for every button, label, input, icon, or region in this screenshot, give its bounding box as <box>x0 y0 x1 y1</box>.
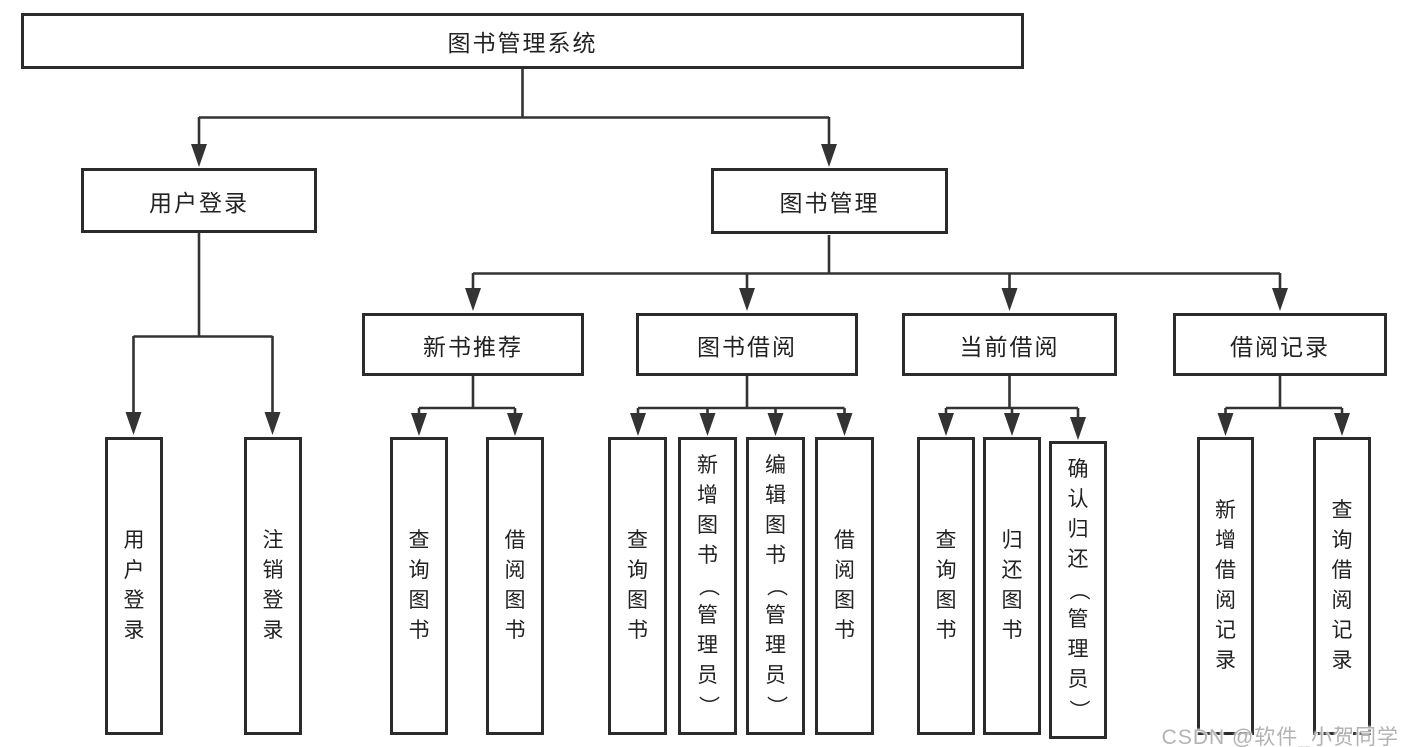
book-borrow-splitter-line <box>638 376 845 410</box>
csdn-watermark: CSDN @软件_小贺同学 <box>1161 726 1399 747</box>
node-current-borrowing: 当前借阅 <box>902 313 1117 376</box>
leaf-borrow-books: 借阅图书 <box>486 437 544 735</box>
node-new-book-recommend: 新书推荐 <box>362 313 584 376</box>
leaf-query-books-2: 查询图书 <box>608 437 667 735</box>
leaf-add-books-admin: 新增图书（管理员） <box>678 437 737 735</box>
current-borrow-splitter-line <box>946 376 1078 410</box>
leaf-logout: 注销登录 <box>244 437 302 735</box>
leaf-edit-books-admin: 编辑图书（管理员） <box>746 437 805 735</box>
node-system-title: 图书管理系统 <box>21 13 1024 69</box>
node-book-management: 图书管理 <box>711 168 948 234</box>
node-borrowing-records: 借阅记录 <box>1173 313 1387 376</box>
leaf-query-books: 查询图书 <box>390 437 448 735</box>
leaf-query-borrow-record: 查询借阅记录 <box>1313 437 1371 735</box>
leaf-return-books: 归还图书 <box>983 437 1041 735</box>
node-book-borrowing: 图书借阅 <box>636 313 858 376</box>
borrow-records-splitter-line <box>1225 376 1342 410</box>
leaf-borrow-books-2: 借阅图书 <box>815 437 874 735</box>
arrowheads <box>125 117 1350 440</box>
leaf-add-borrow-record: 新增借阅记录 <box>1197 437 1254 735</box>
new-books-splitter-line <box>419 376 515 410</box>
node-user-login: 用户登录 <box>81 168 317 233</box>
leaf-confirm-return-admin: 确认归还（管理员） <box>1049 441 1107 739</box>
leaf-query-books-3: 查询图书 <box>917 437 975 735</box>
leaf-user-login: 用户登录 <box>105 437 163 735</box>
